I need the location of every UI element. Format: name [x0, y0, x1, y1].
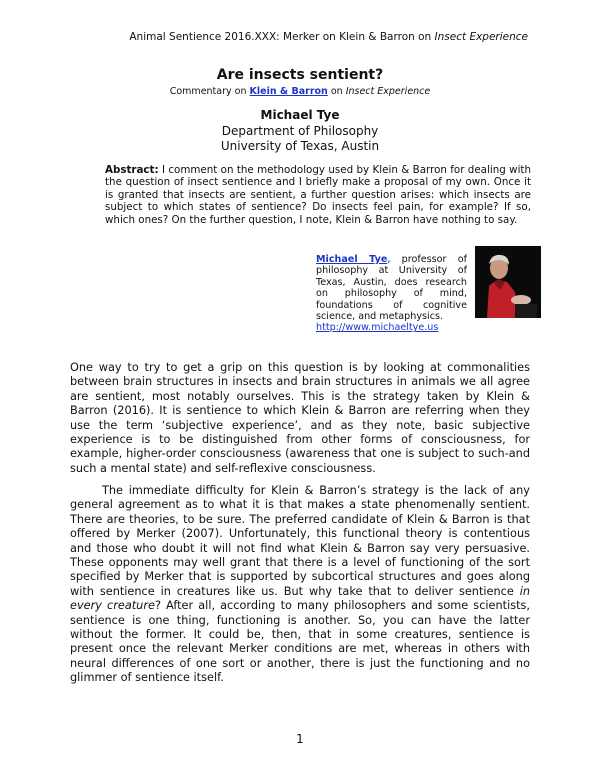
article-title: Are insects sentient? — [216, 67, 384, 83]
affiliation-university: University of Texas, Austin — [220, 139, 380, 153]
author-photo-icon — [475, 246, 541, 318]
running-head-italic: Insect Experience — [434, 31, 528, 43]
affiliation-department: Department of Philosophy — [221, 124, 379, 138]
commentary-line: Commentary on Klein & Barron on Insect E… — [0, 86, 600, 97]
abstract-label: Abstract: — [105, 164, 159, 176]
p2-text-b: ? After all, according to many philosoph… — [70, 599, 531, 685]
target-article-link[interactable]: Klein & Barron — [249, 86, 328, 97]
body-paragraph-2: The immediate difficulty for Klein & Bar… — [70, 484, 530, 686]
commentary-mid: on — [327, 86, 346, 97]
abstract-text: I comment on the methodology used by Kle… — [105, 164, 531, 226]
page-number: 1 — [296, 732, 304, 746]
running-head: Animal Sentience 2016.XXX: Merker on Kle… — [129, 31, 528, 43]
commentary-italic: Insect Experience — [345, 86, 431, 97]
author-name-link[interactable]: Michael Tye — [316, 254, 388, 265]
author-name: Michael Tye — [260, 108, 340, 122]
commentary-prefix: Commentary on — [169, 86, 250, 97]
bio-text: , professor of philosophy at University … — [316, 254, 467, 323]
p2-text-a: The immediate difficulty for Klein & Bar… — [70, 484, 530, 598]
abstract: Abstract: I comment on the methodology u… — [105, 164, 531, 226]
running-head-text: Animal Sentience 2016.XXX: Merker on Kle… — [129, 31, 435, 43]
author-bio: Michael Tye, professor of philosophy at … — [316, 254, 467, 334]
body-paragraph-1: One way to try to get a grip on this que… — [70, 361, 530, 475]
author-photo-graphic — [475, 246, 541, 318]
p2-italic: in every creature — [70, 584, 530, 613]
author-website-link[interactable]: http://www.michaeltye.us — [316, 322, 439, 334]
